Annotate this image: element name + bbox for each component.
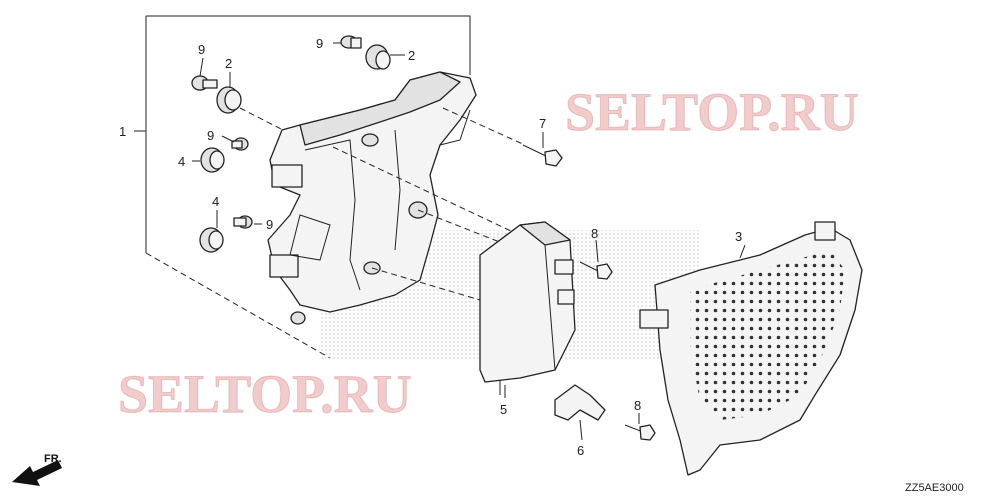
callout-6: 6 <box>577 443 584 458</box>
control-unit <box>479 221 576 395</box>
diagram-code: ZZ5AE3000 <box>905 482 964 494</box>
bolt-7 <box>522 144 563 167</box>
callout-9-lower: 9 <box>266 217 273 232</box>
leader-lines <box>192 42 746 441</box>
bolt-8-upper <box>579 261 613 280</box>
small-parts-top <box>340 35 391 70</box>
callout-9-top: 9 <box>316 36 323 51</box>
bracket-6 <box>554 384 606 421</box>
callout-4-lower: 4 <box>212 194 219 209</box>
callouts: 1 2 2 3 4 4 5 6 7 8 8 9 9 9 9 <box>119 36 742 458</box>
small-parts-left <box>191 75 253 253</box>
item1-boundary <box>134 15 471 359</box>
bracket-assembly <box>267 71 477 325</box>
callout-2-left: 2 <box>225 56 232 71</box>
callout-9-mid: 9 <box>207 128 214 143</box>
front-direction-label: FR. <box>44 453 62 465</box>
callout-3: 3 <box>735 229 742 244</box>
callout-1: 1 <box>119 124 126 139</box>
perforated-cover <box>639 221 863 476</box>
callout-4-mid: 4 <box>178 154 185 169</box>
callout-2-top: 2 <box>408 48 415 63</box>
watermark-top: SELTOP.RU <box>565 82 859 142</box>
front-direction-arrow: FR. <box>12 453 62 486</box>
callout-7: 7 <box>539 116 546 131</box>
watermark-bottom: SELTOP.RU <box>118 364 412 424</box>
callout-9-left: 9 <box>198 42 205 57</box>
callout-8-upper: 8 <box>591 226 598 241</box>
callout-5: 5 <box>500 402 507 417</box>
bolt-8-lower <box>624 424 656 441</box>
callout-8-lower: 8 <box>634 398 641 413</box>
